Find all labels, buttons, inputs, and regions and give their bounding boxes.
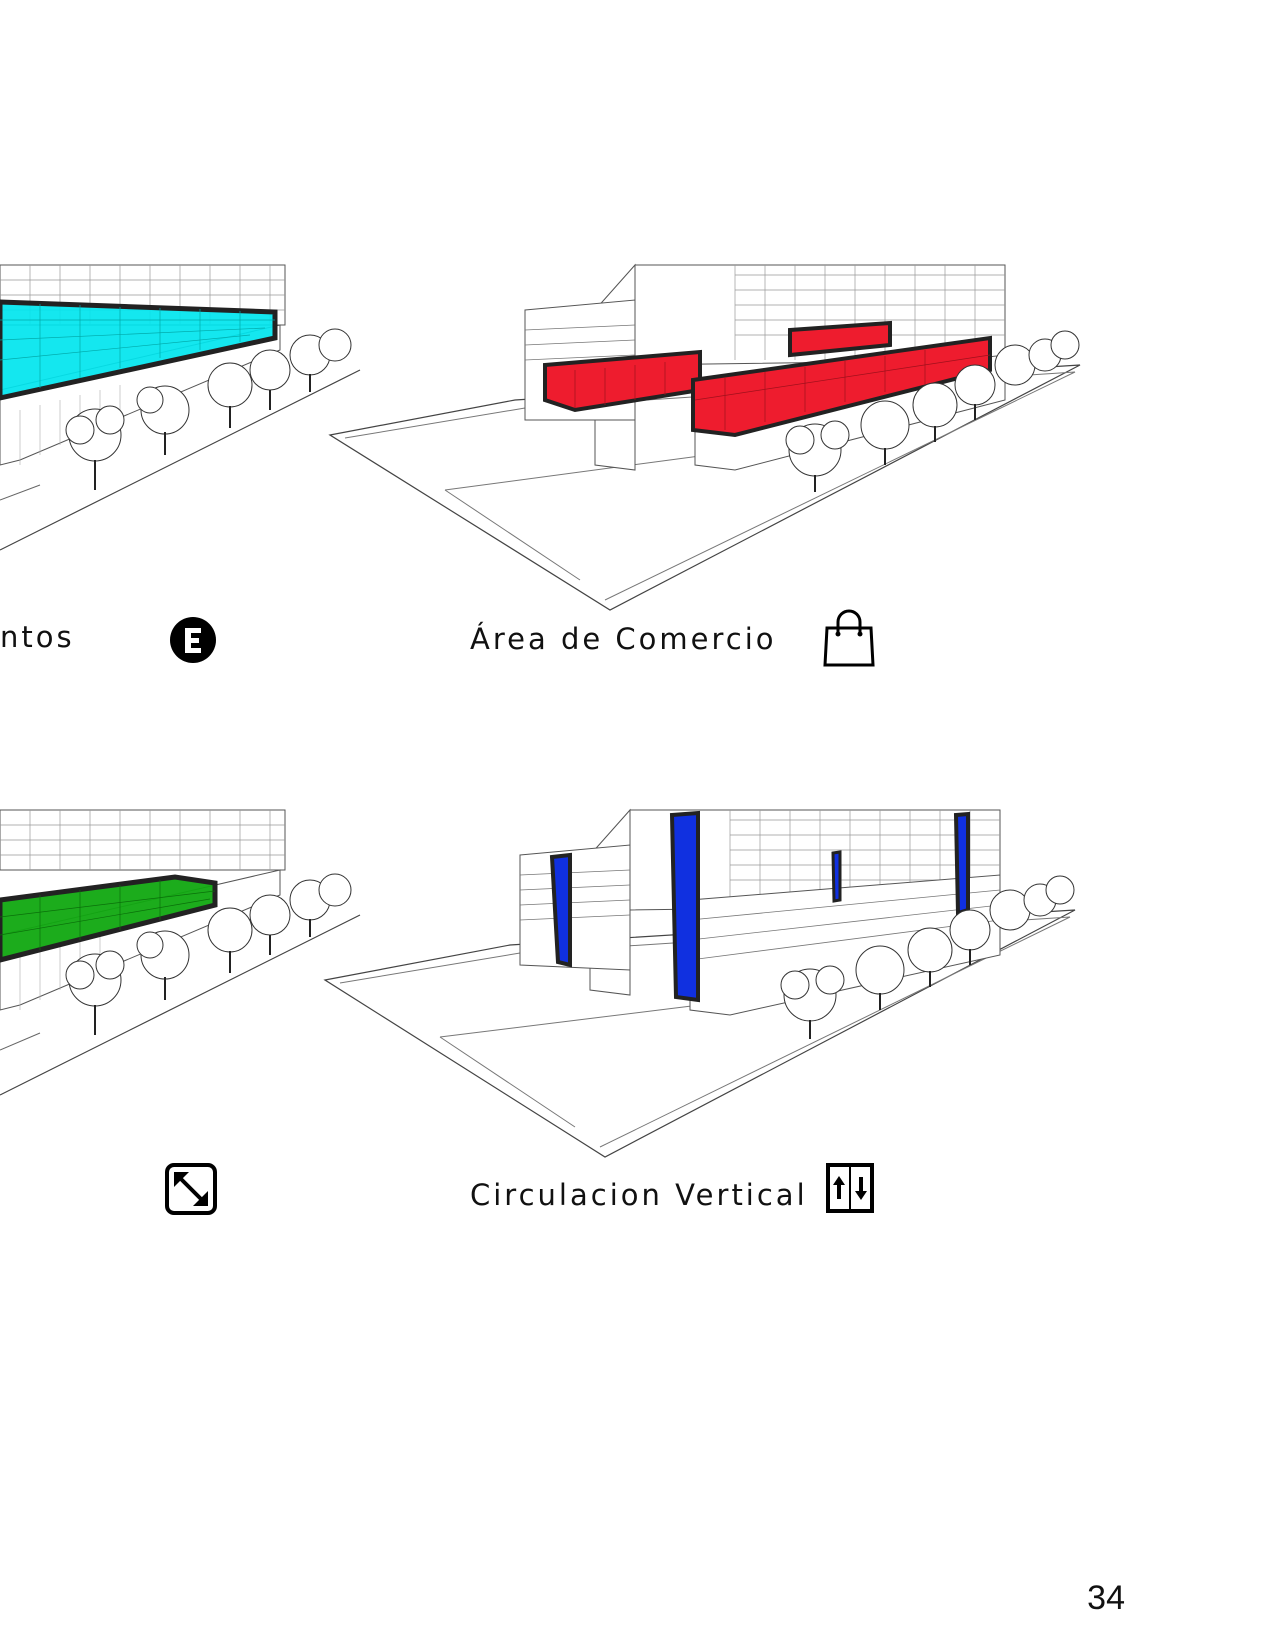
caption-bottom-right: Circulacion Vertical: [470, 1178, 808, 1212]
event-e-icon: [170, 617, 216, 663]
diagram-top-right: [325, 260, 1085, 620]
building-drawing-top-right: [328, 263, 1081, 611]
caption-top-left: ntos: [0, 620, 75, 654]
elevator-icon: [826, 1163, 874, 1213]
caption-top-right: Área de Comercio: [470, 622, 777, 656]
building-drawing-bottom-right: [323, 808, 1076, 1158]
expand-arrows-icon: [165, 1163, 217, 1215]
building-drawing-bottom-left: [0, 809, 361, 1096]
page-number: 34: [1087, 1579, 1125, 1617]
diagram-bottom-left: [0, 805, 380, 1105]
shopping-bag-icon: [822, 608, 876, 668]
building-drawing-top-left: [0, 264, 361, 551]
diagram-top-left: [0, 260, 380, 560]
diagram-bottom-right: [320, 805, 1080, 1165]
